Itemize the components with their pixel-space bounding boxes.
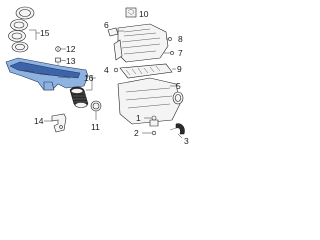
clip-part-8: [168, 37, 172, 41]
clamp-part-4: [113, 67, 119, 73]
callout-10: 10: [139, 9, 149, 19]
callout-11: 11: [91, 122, 100, 132]
callout-13: 13: [66, 56, 76, 66]
hose-part-6: [107, 27, 119, 37]
hose-part-3: [169, 123, 185, 135]
callout-6: 6: [104, 20, 109, 30]
callout-9: 9: [177, 64, 182, 74]
callout-15: 15: [40, 28, 50, 38]
legend-box-part-10: [125, 7, 137, 18]
grommet-part-1: [151, 115, 157, 121]
mount-part-2: [151, 130, 157, 136]
air-cleaner-lower-housing: [117, 77, 184, 127]
callout-2: 2: [134, 128, 139, 138]
air-filter-element: [119, 63, 173, 79]
clip-part-7: [170, 51, 174, 55]
air-intake-parts-diagram: 15 12 13 16 11 14 10: [5, 6, 189, 146]
callout-1: 1: [136, 113, 141, 123]
air-cleaner-lower-duct-highlighted: [5, 57, 89, 91]
callout-14: 14: [34, 116, 44, 126]
callout-3: 3: [184, 136, 189, 146]
bolt-part-12: [55, 46, 61, 52]
clip-part-13: [55, 57, 61, 65]
callout-7: 7: [178, 48, 183, 58]
air-duct-hose-part-16: [69, 86, 102, 112]
bracket-part-14: [51, 113, 67, 133]
callout-12: 12: [66, 44, 76, 54]
callout-4: 4: [104, 65, 109, 75]
callout-5: 5: [176, 81, 181, 91]
callout-8: 8: [178, 34, 183, 44]
callout-16: 16: [84, 73, 94, 83]
intake-hose-clamps-part-15: [8, 6, 35, 53]
air-cleaner-cover-upper: [113, 23, 169, 63]
